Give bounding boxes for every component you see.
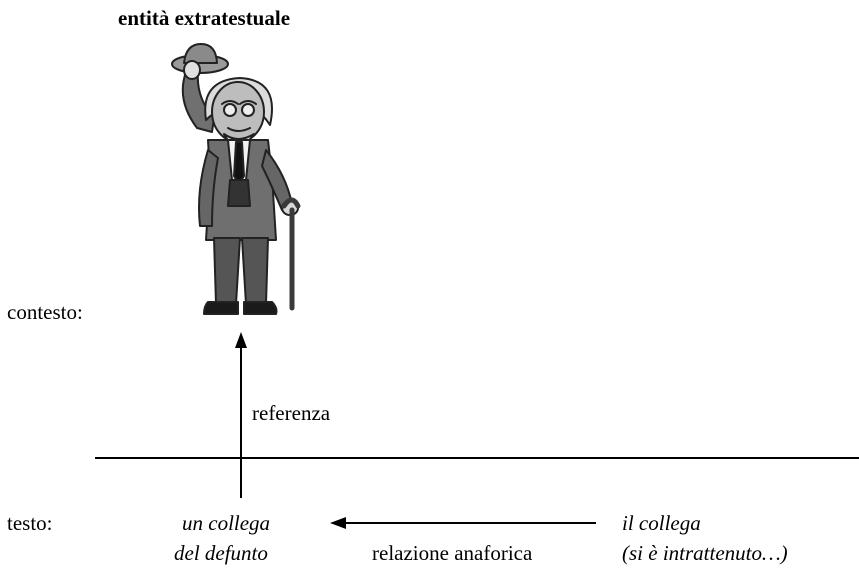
antecedent-line2: del defunto: [174, 541, 268, 565]
anaphor-line2: (si è intrattenuto…): [622, 541, 788, 565]
antecedent-line1: un collega: [182, 511, 271, 535]
label-contesto: contesto:: [7, 300, 83, 324]
label-testo: testo:: [7, 511, 53, 535]
anaphor-line1: il collega: [622, 511, 701, 535]
diagram-title: entità extratestuale: [118, 6, 291, 30]
label-relazione-anaforica: relazione anaforica: [372, 541, 533, 565]
label-referenza: referenza: [252, 401, 331, 425]
